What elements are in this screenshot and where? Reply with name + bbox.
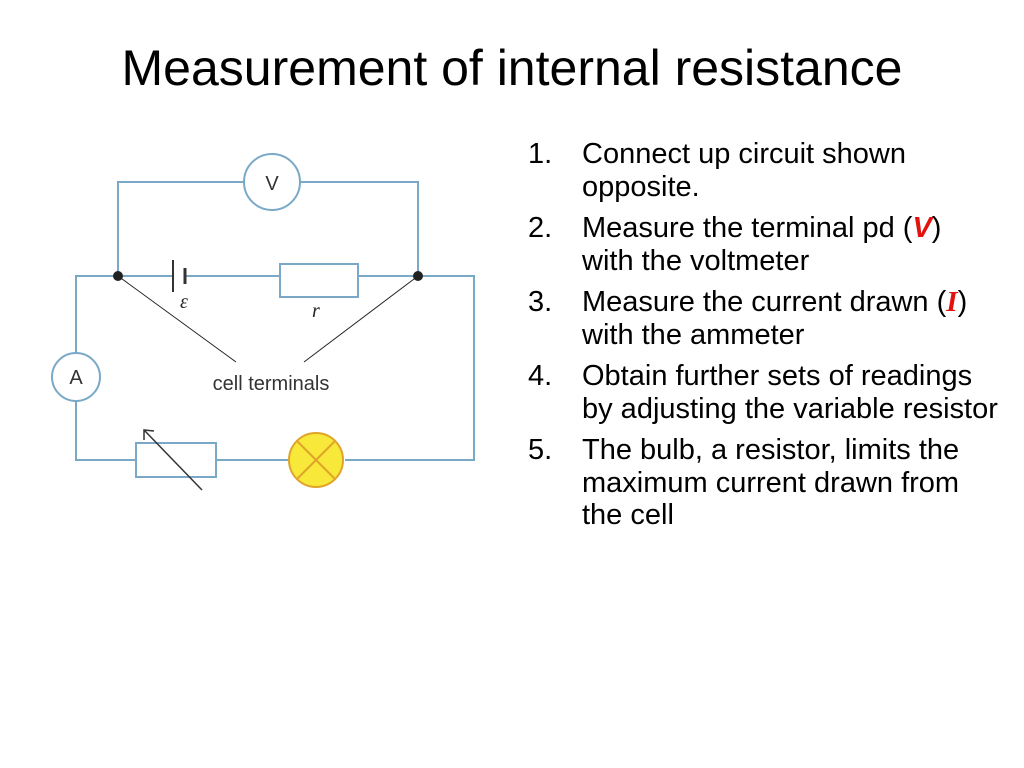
procedure-list: 1. Connect up circuit shown opposite. 2.…: [528, 138, 998, 541]
current-symbol: I: [946, 286, 958, 318]
emf-label: ε: [180, 291, 188, 313]
ammeter-label: A: [69, 367, 83, 389]
bulb-cross-b: [296, 440, 336, 480]
step-number: 1.: [528, 138, 553, 170]
slide-title: Measurement of internal resistance: [121, 40, 903, 96]
cell-terminals-label: cell terminals: [213, 373, 330, 395]
wire-ammeter-to-top: [75, 275, 118, 353]
list-item: 4. Obtain further sets of readings by ad…: [528, 360, 998, 425]
variable-resistor-arrow: [143, 429, 203, 491]
wire-resistor-to-left: [75, 401, 136, 461]
voltmeter-label: V: [265, 173, 279, 195]
wire-voltmeter-right: [300, 181, 419, 276]
leader-line-right: [303, 275, 419, 363]
list-item: 5. The bulb, a resistor, limits the maxi…: [528, 434, 998, 532]
arrowhead-icon: [143, 429, 155, 440]
step-number: 5.: [528, 434, 553, 466]
step-text-before: Measure the current drawn (: [582, 286, 947, 318]
internal-resistance-label: r: [312, 300, 320, 322]
wire-main-right: [345, 275, 475, 461]
step-number: 3.: [528, 286, 553, 318]
variable-resistor: [135, 442, 217, 478]
step-text: Obtain further sets of readings by adjus…: [582, 360, 998, 425]
internal-resistor: [279, 263, 359, 298]
step-number: 2.: [528, 212, 553, 244]
wire-voltmeter-left: [117, 181, 244, 276]
step-text-before: Measure the terminal pd (: [582, 212, 913, 244]
voltmeter: [243, 153, 301, 211]
list-item: 2. Measure the terminal pd (V) with the …: [528, 212, 998, 277]
step-text-after: ) with the ammeter: [582, 286, 968, 351]
circuit-diagram: ε r V A cell terminals: [51, 153, 475, 491]
step-text: Connect up circuit shown opposite.: [582, 138, 906, 203]
ammeter: [51, 352, 101, 402]
step-text-after: ) with the voltmeter: [582, 212, 942, 277]
list-item: 3. Measure the current drawn (I) with th…: [528, 286, 998, 351]
list-item: 1. Connect up circuit shown opposite.: [528, 138, 998, 203]
step-text: The bulb, a resistor, limits the maximum…: [582, 434, 960, 531]
leader-line-left: [117, 275, 237, 363]
voltage-symbol: V: [912, 212, 932, 244]
step-number: 4.: [528, 360, 553, 392]
